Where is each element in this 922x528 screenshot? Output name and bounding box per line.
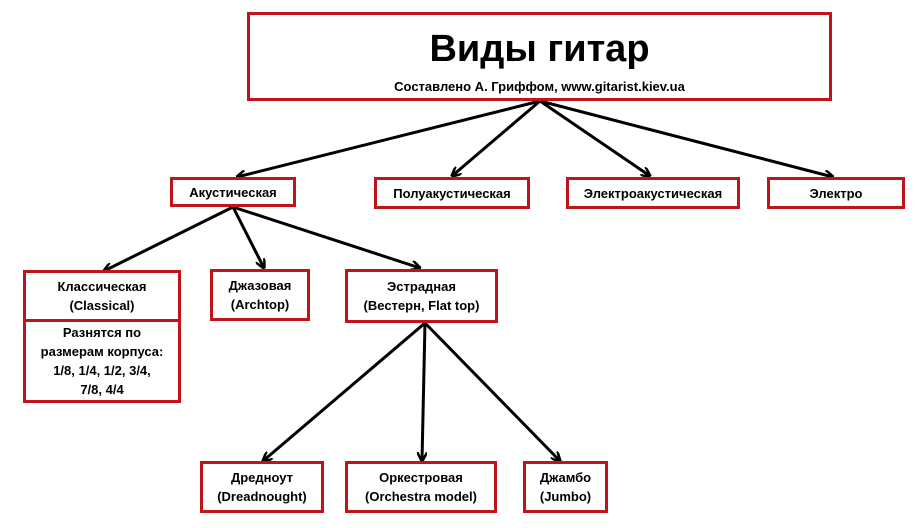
classical-note-line3: 1/8, 1/4, 1/2, 3/4, bbox=[53, 363, 151, 378]
arrow-to-orchestra bbox=[422, 322, 425, 461]
node-jumbo: Джамбо (Jumbo) bbox=[523, 461, 608, 513]
node-electro-acoustic: Электроакустическая bbox=[566, 177, 740, 209]
node-classical-note: Разнятся по размерам корпуса: 1/8, 1/4, … bbox=[23, 319, 181, 403]
node-dreadnought-line1: Дредноут bbox=[230, 470, 294, 485]
arrow-to-semi-acoustic bbox=[452, 99, 541, 176]
arrow-to-electric bbox=[539, 99, 833, 177]
node-acoustic-label: Акустическая bbox=[189, 184, 277, 200]
node-semi-acoustic-label: Полуакустическая bbox=[393, 185, 511, 201]
arrow-to-classical bbox=[104, 205, 234, 271]
arrow-to-electro-acoustic bbox=[539, 99, 650, 176]
node-orchestra-line1: Оркестровая bbox=[379, 470, 463, 485]
node-classical-line2: (Classical) bbox=[69, 298, 135, 313]
node-electro-acoustic-label: Электроакустическая bbox=[583, 185, 723, 201]
classical-note-line2: размерам корпуса: bbox=[40, 344, 164, 359]
node-orchestra-line2: (Orchestra model) bbox=[365, 489, 477, 504]
node-pop-line1: Эстрадная bbox=[387, 279, 456, 294]
title-box: Виды гитар Составлено А. Гриффом, www.gi… bbox=[247, 12, 832, 101]
node-pop-line2: (Вестерн, Flat top) bbox=[363, 298, 480, 313]
node-classical-line1: Классическая bbox=[57, 279, 147, 294]
classical-note-line4: 7/8, 4/4 bbox=[80, 382, 124, 397]
diagram-title: Виды гитар bbox=[429, 28, 650, 70]
node-jazz-line2: (Archtop) bbox=[230, 297, 290, 312]
node-pop: Эстрадная (Вестерн, Flat top) bbox=[345, 269, 498, 323]
arrow-to-jumbo bbox=[423, 321, 560, 461]
node-electric-label: Электро bbox=[809, 185, 863, 201]
arrow-to-acoustic bbox=[237, 99, 541, 177]
node-electric: Электро bbox=[767, 177, 905, 209]
node-orchestra: Оркестровая (Orchestra model) bbox=[345, 461, 497, 513]
arrow-to-pop bbox=[232, 205, 420, 268]
node-jumbo-line2: (Jumbo) bbox=[539, 489, 592, 504]
diagram-subtitle: Составлено А. Гриффом, www.gitarist.kiev… bbox=[394, 79, 685, 94]
node-dreadnought: Дредноут (Dreadnought) bbox=[200, 461, 324, 513]
classical-note-line1: Разнятся по bbox=[62, 325, 142, 340]
node-jazz: Джазовая (Archtop) bbox=[210, 269, 310, 321]
node-dreadnought-line2: (Dreadnought) bbox=[217, 489, 307, 504]
node-acoustic: Акустическая bbox=[170, 177, 296, 207]
node-classical: Классическая (Classical) bbox=[23, 270, 181, 322]
arrow-to-jazz bbox=[231, 206, 264, 268]
node-jumbo-line1: Джамбо bbox=[539, 470, 592, 485]
node-semi-acoustic: Полуакустическая bbox=[374, 177, 530, 209]
arrow-to-dreadnought bbox=[263, 321, 426, 461]
node-jazz-line1: Джазовая bbox=[228, 278, 292, 293]
